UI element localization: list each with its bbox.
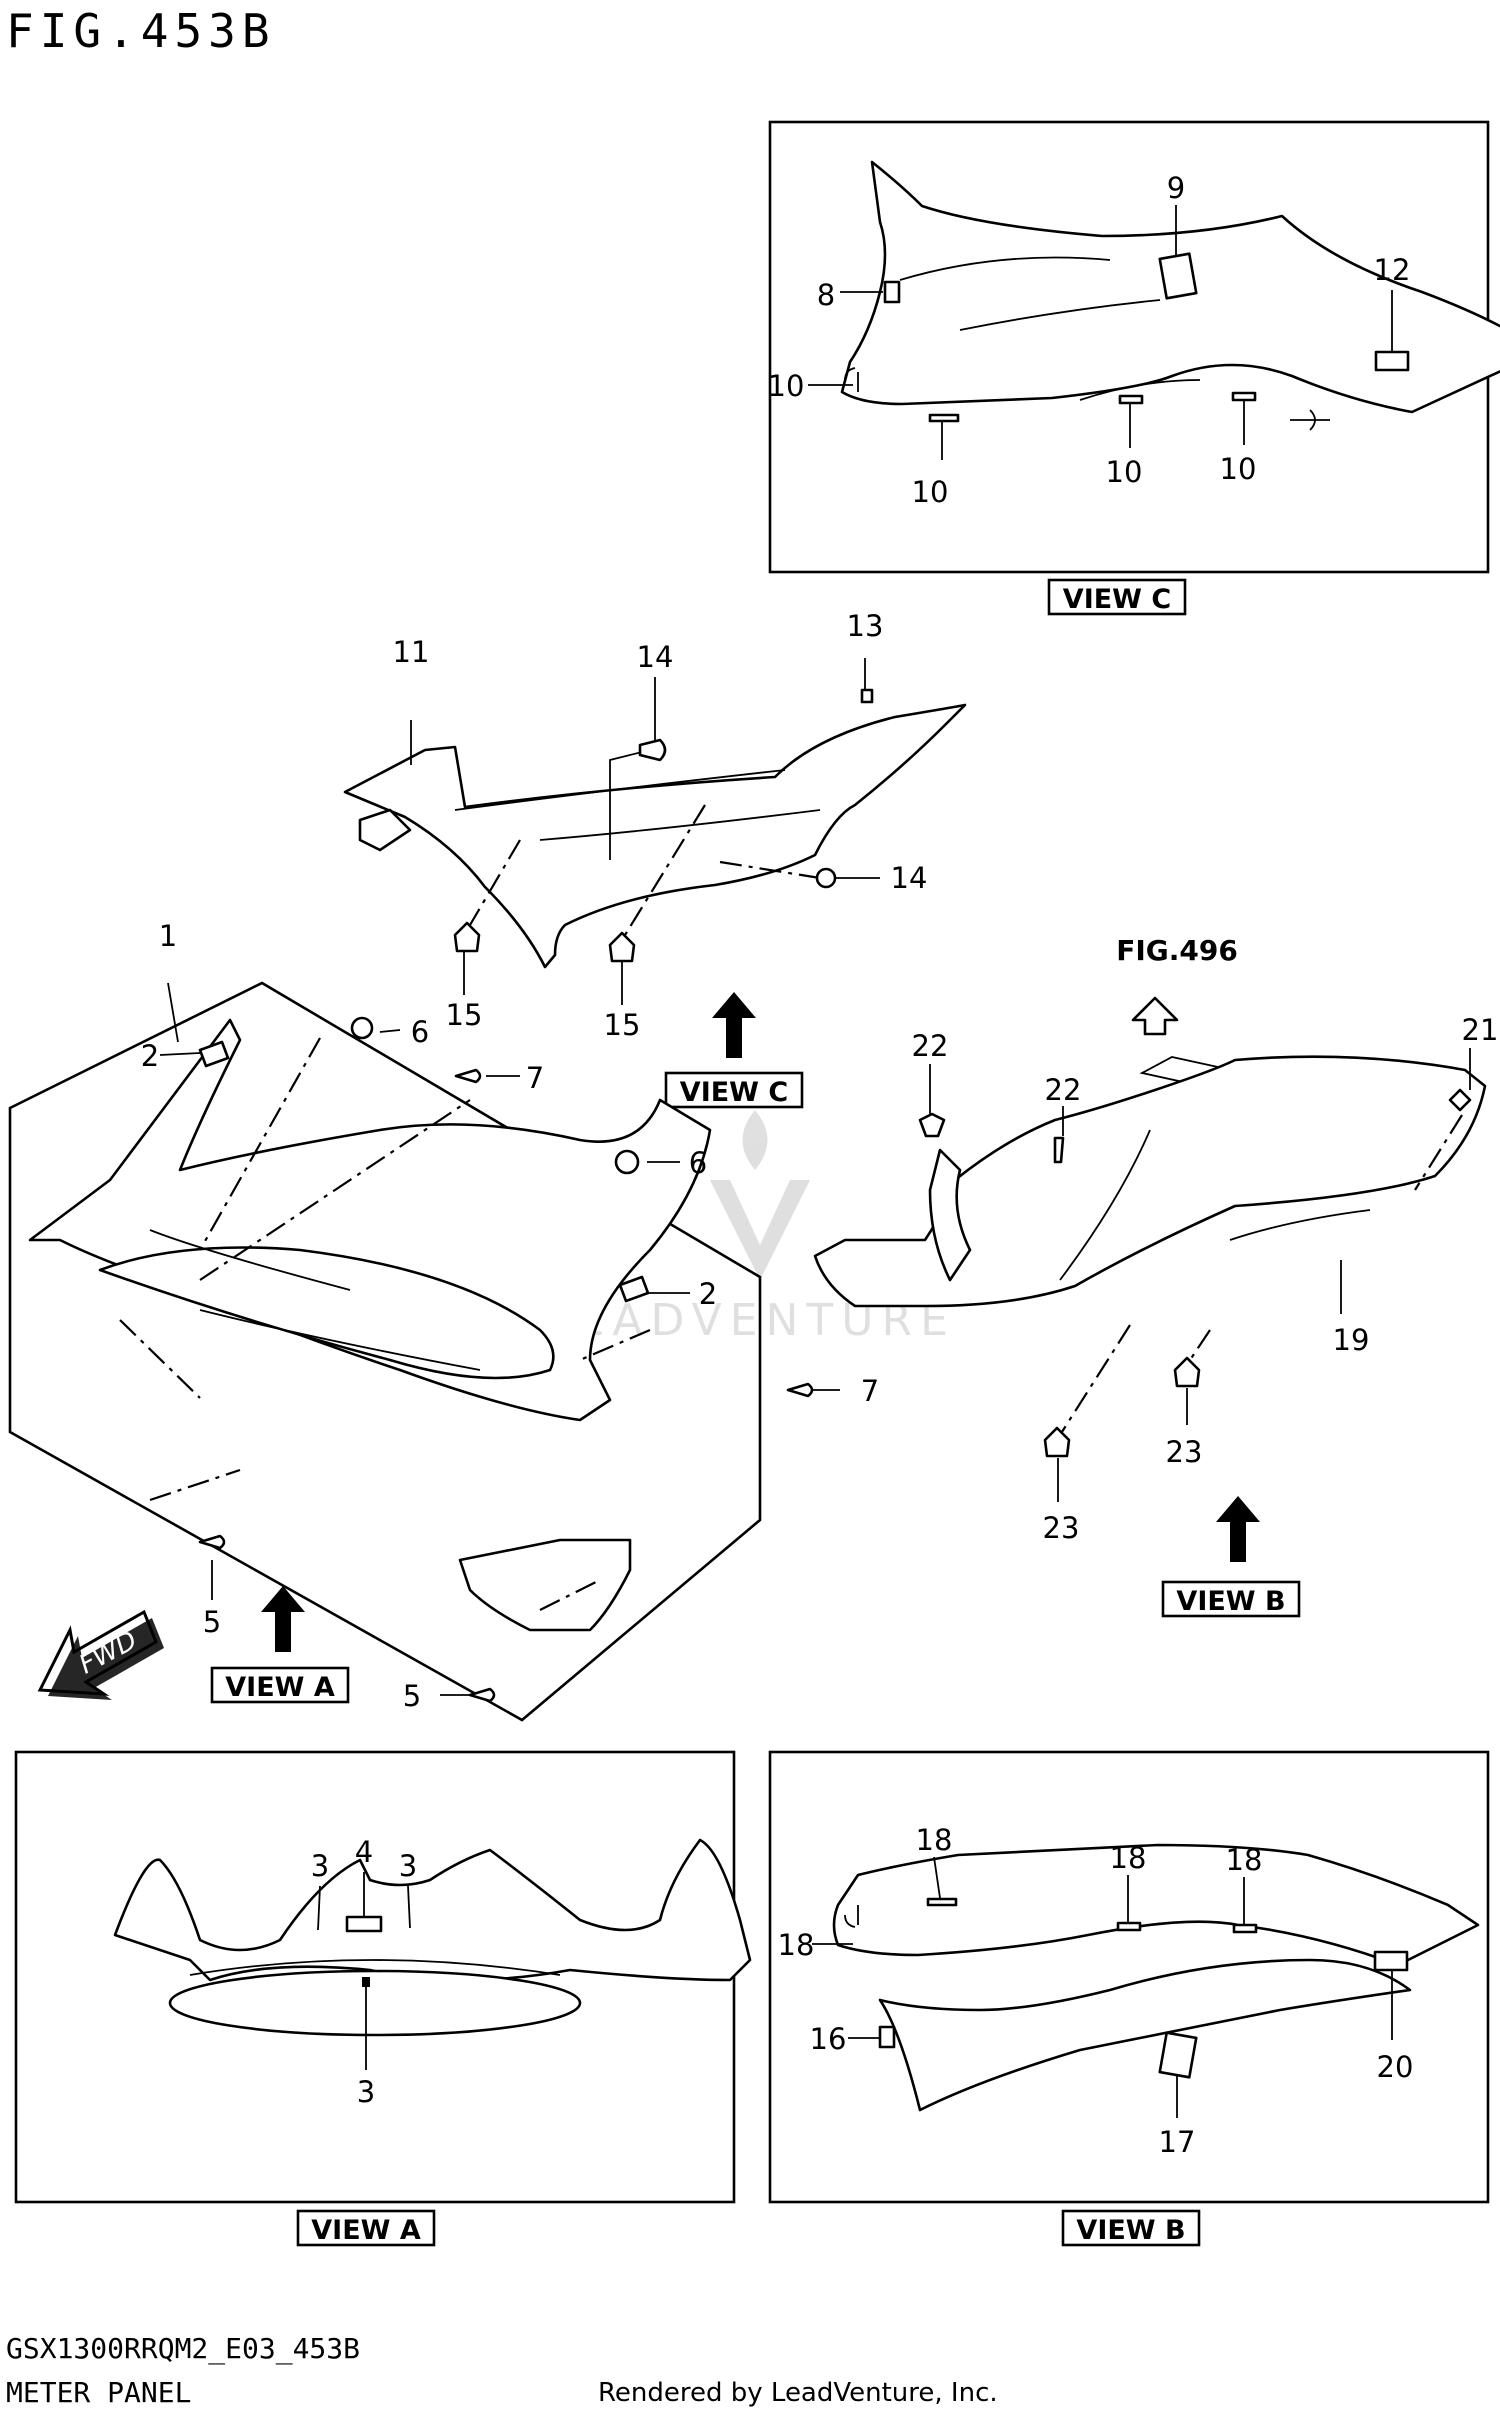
callout-14: 14 — [637, 640, 674, 674]
callout-17: 17 — [1159, 2125, 1196, 2159]
callout-3: 3 — [311, 1849, 329, 1883]
render-credit: Rendered by LeadVenture, Inc. — [598, 2378, 998, 2408]
callout-5: 5 — [403, 1679, 421, 1713]
callout-21: 21 — [1462, 1013, 1499, 1047]
callout-3: 3 — [357, 2075, 375, 2109]
callout-11: 11 — [393, 635, 430, 669]
watermark: LEADVENTURE — [544, 1110, 948, 1346]
callout-16: 16 — [810, 2022, 847, 2056]
fwd-arrow: FWD — [37, 1609, 164, 1700]
callout-22: 22 — [912, 1029, 949, 1063]
callout-15: 15 — [604, 1008, 641, 1042]
fig-496-ref: FIG.496 — [1116, 934, 1238, 967]
callout-7: 7 — [526, 1061, 544, 1095]
callout-2: 2 — [141, 1039, 159, 1073]
view-c-label: VIEW C — [680, 1077, 788, 1108]
callout-6: 6 — [689, 1146, 707, 1180]
inner-cover-part-11: 11 14 13 14 15 15 — [343, 609, 967, 1042]
callout-10: 10 — [1220, 452, 1257, 486]
callout-10: 10 — [768, 369, 805, 403]
inner-panel-part-19: FIG.496 22 22 21 19 23 23 — [813, 934, 1499, 1545]
callout-12: 12 — [1374, 253, 1411, 287]
view-a-label: VIEW A — [225, 1672, 335, 1703]
meter-panel-assembly-part-1: 1 2 2 6 6 7 7 5 5 — [8, 919, 879, 1722]
view-b-label: VIEW B — [1176, 1586, 1285, 1617]
view-c-panel: 9 8 10 12 10 10 10 — [768, 120, 1500, 574]
callout-14: 14 — [891, 861, 928, 895]
view-c-arrow — [712, 992, 756, 1058]
view-a-panel: 3 4 3 3 — [14, 1750, 752, 2204]
callout-6: 6 — [411, 1015, 429, 1049]
view-b-arrow — [1216, 1496, 1260, 1562]
callout-3: 3 — [399, 1849, 417, 1883]
callout-20: 20 — [1377, 2050, 1414, 2084]
view-b-panel: 18 18 18 18 16 20 17 — [768, 1750, 1490, 2204]
callout-1: 1 — [159, 919, 177, 953]
model-code: GSX1300RRQM2_E03_453B — [6, 2332, 361, 2365]
callout-7: 7 — [861, 1374, 879, 1408]
callout-15: 15 — [446, 998, 483, 1032]
callout-23: 23 — [1166, 1435, 1203, 1469]
callout-18: 18 — [1110, 1841, 1147, 1875]
view-c-panel-label: VIEW C — [1063, 584, 1171, 615]
callout-10: 10 — [912, 475, 949, 509]
callout-2: 2 — [699, 1277, 717, 1311]
part-group-name: METER PANEL — [6, 2376, 192, 2409]
callout-18: 18 — [778, 1928, 815, 1962]
callout-22: 22 — [1045, 1073, 1082, 1107]
callout-19: 19 — [1333, 1323, 1370, 1357]
callout-18: 18 — [916, 1823, 953, 1857]
callout-10: 10 — [1106, 455, 1143, 489]
callout-18: 18 — [1226, 1843, 1263, 1877]
callout-23: 23 — [1043, 1511, 1080, 1545]
callout-9: 9 — [1167, 171, 1185, 205]
view-a-panel-label: VIEW A — [311, 2215, 421, 2246]
callout-8: 8 — [817, 278, 835, 312]
figure-title: FIG.453B — [6, 4, 276, 58]
callout-13: 13 — [847, 609, 884, 643]
callout-4: 4 — [355, 1835, 373, 1869]
callout-5: 5 — [203, 1605, 221, 1639]
view-a-arrow — [261, 1586, 305, 1652]
view-b-panel-label: VIEW B — [1076, 2215, 1185, 2246]
